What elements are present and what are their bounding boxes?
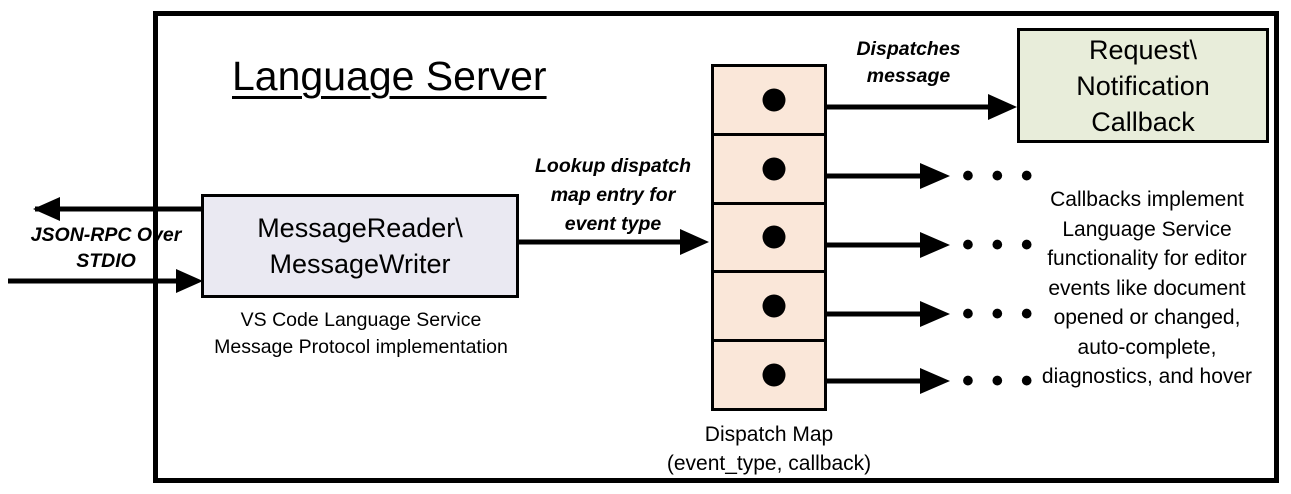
- message-reader-writer-label: MessageReader\ MessageWriter: [257, 213, 463, 279]
- request-notification-callback-box[interactable]: Request\ Notification Callback: [1017, 28, 1269, 143]
- table-row[interactable]: [714, 136, 824, 205]
- message-reader-writer-box[interactable]: MessageReader\ MessageWriter: [201, 194, 519, 298]
- table-row[interactable]: [714, 273, 824, 343]
- callback-dot-icon: [762, 225, 786, 249]
- table-row[interactable]: [714, 342, 824, 408]
- dispatches-message-label: Dispatches message: [856, 38, 961, 87]
- jsonrpc-transport-label: JSON-RPC Over STDIO: [30, 224, 182, 272]
- lookup-dispatch-label: Lookup dispatch map entry for event type: [535, 155, 691, 235]
- table-row[interactable]: [714, 67, 824, 136]
- callback-dot-icon: [762, 157, 786, 181]
- ellipsis-row-2: • • •: [962, 157, 1037, 195]
- callback-dot-icon: [762, 88, 786, 112]
- dispatch-map-table[interactable]: [711, 64, 827, 411]
- dispatch-map-caption: Dispatch Map (event_type, callback): [666, 423, 872, 475]
- page-title: Language Server: [232, 53, 547, 99]
- request-notification-callback-label: Request\ Notification Callback: [1076, 34, 1210, 137]
- table-row[interactable]: [714, 205, 824, 274]
- callback-dot-icon: [762, 294, 786, 318]
- callback-dot-icon: [762, 363, 786, 387]
- callback-description: Callbacks implement Language Service fun…: [1041, 188, 1253, 388]
- message-reader-writer-caption: VS Code Language Service Message Protoco…: [214, 309, 508, 358]
- language-server-container: [153, 11, 1279, 483]
